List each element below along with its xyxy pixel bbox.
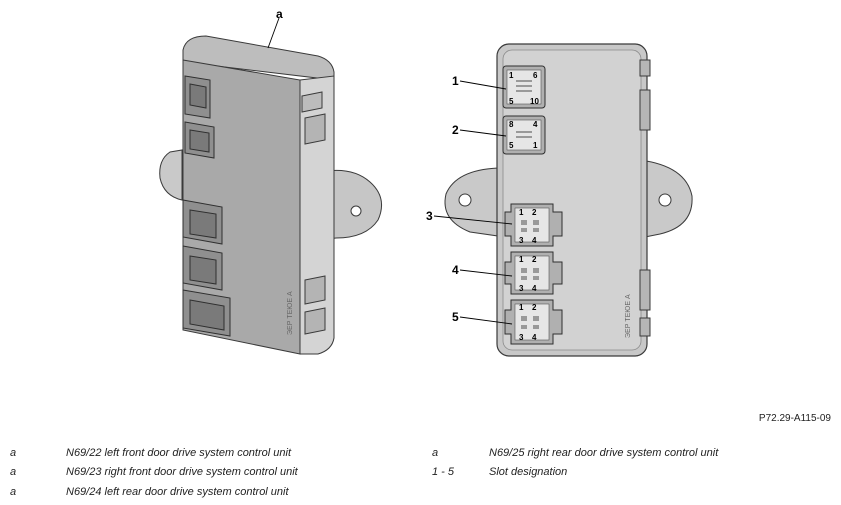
figure-id: P72.29-A115-09 — [758, 413, 831, 424]
svg-text:10: 10 — [530, 97, 539, 106]
svg-text:4: 4 — [532, 333, 537, 342]
svg-text:3: 3 — [519, 284, 524, 293]
slot-2-connector: 8 4 5 1 — [502, 115, 546, 155]
legend-text: Slot designation — [489, 466, 568, 479]
control-unit-perspective-view: ЭЕР ТЕЮЕ А a — [159, 7, 383, 355]
legend-key: 1 - 5 — [432, 466, 455, 479]
legend-item: 1 - 5 Slot designation — [432, 463, 718, 483]
legend-left: a N69/22 left front door drive system co… — [10, 443, 298, 502]
svg-text:3: 3 — [519, 236, 524, 245]
callout-5: 5 — [452, 310, 459, 324]
legend-key: a — [10, 466, 17, 479]
legend-item: a N69/24 left rear door drive system con… — [10, 482, 298, 502]
slot-4-connector: 1 2 3 4 — [504, 251, 563, 295]
callout-2: 2 — [452, 123, 459, 137]
svg-text:4: 4 — [532, 236, 537, 245]
svg-text:5: 5 — [509, 141, 514, 150]
control-unit-diagram: ЭЕР ТЕЮЕ А a — [159, 7, 693, 357]
callout-4: 4 — [452, 263, 459, 277]
legend-item: a N69/25 right rear door drive system co… — [432, 443, 718, 463]
legend-text: N69/25 right rear door drive system cont… — [489, 446, 719, 459]
legend-item: a N69/23 right front door drive system c… — [10, 463, 298, 483]
legend-right: a N69/25 right rear door drive system co… — [432, 443, 718, 482]
svg-text:1: 1 — [519, 208, 524, 217]
svg-text:2: 2 — [532, 208, 537, 217]
svg-text:1: 1 — [533, 141, 538, 150]
slot-1-connector: 1 6 5 10 — [502, 65, 546, 109]
svg-text:ЭЕР ТЕЮЕ А: ЭЕР ТЕЮЕ А — [287, 291, 294, 335]
control-unit-front-view: ЭЕР ТЕЮЕ А 1 6 5 10 8 4 5 1 1 2 — [426, 43, 693, 357]
legend-key: a — [10, 446, 17, 459]
svg-text:3: 3 — [519, 333, 524, 342]
callout-3: 3 — [426, 209, 433, 223]
svg-text:4: 4 — [533, 120, 538, 129]
legend-text: N69/22 left front door drive system cont… — [66, 446, 291, 459]
svg-text:8: 8 — [509, 120, 514, 129]
svg-text:1: 1 — [519, 255, 524, 264]
legend-item: a N69/22 left front door drive system co… — [10, 443, 298, 463]
svg-text:ЭЕР ТЕЮЕ А: ЭЕР ТЕЮЕ А — [625, 294, 632, 338]
svg-text:6: 6 — [533, 71, 538, 80]
svg-text:4: 4 — [532, 284, 537, 293]
legend-key: a — [432, 446, 439, 459]
callout-a: a — [276, 7, 283, 21]
legend-text: N69/24 left rear door drive system contr… — [66, 485, 289, 498]
legend-key: a — [10, 485, 17, 498]
svg-text:2: 2 — [532, 255, 537, 264]
slot-3-connector: 1 2 3 4 — [504, 203, 563, 247]
callout-1: 1 — [452, 74, 459, 88]
slot-5-connector: 1 2 3 4 — [504, 299, 563, 345]
svg-text:2: 2 — [532, 303, 537, 312]
svg-text:1: 1 — [509, 71, 514, 80]
legend-text: N69/23 right front door drive system con… — [66, 466, 298, 479]
svg-text:1: 1 — [519, 303, 524, 312]
svg-text:5: 5 — [509, 97, 514, 106]
